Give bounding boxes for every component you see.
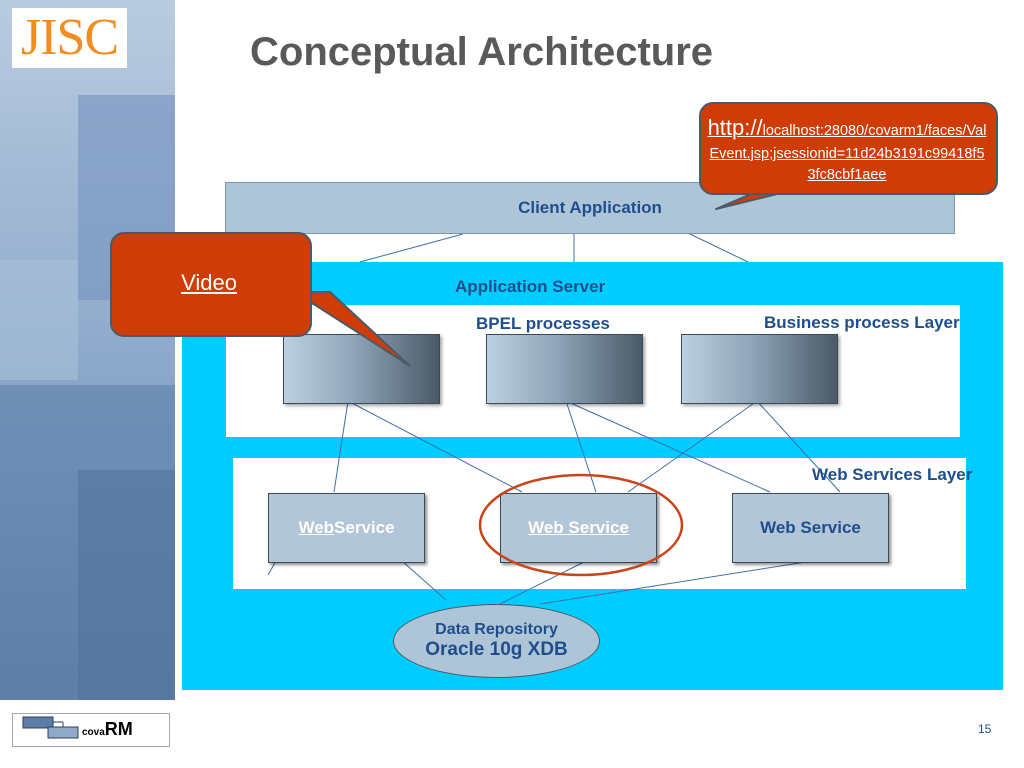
- web-services-layer-label: Web Services Layer: [812, 465, 973, 484]
- url-link[interactable]: http://localhost:28080/covarm1/faces/Val…: [706, 112, 988, 186]
- web-service-box-3: Web Service: [732, 493, 889, 563]
- bpel-process-box: [681, 334, 838, 404]
- covarm-logo: [12, 713, 170, 747]
- data-repository-title: Data Repository: [435, 620, 558, 638]
- covarm-logo-graphic: [22, 716, 79, 739]
- bpel-process-box: [283, 334, 440, 404]
- video-callout: [110, 232, 312, 337]
- covarm-logo-text: covaRM: [82, 719, 133, 739]
- jisc-logo: JISC: [12, 8, 127, 68]
- web-service-box-1: Web Service: [268, 493, 425, 563]
- application-server-label: Application Server: [455, 277, 606, 296]
- highlight-ring: [478, 473, 684, 577]
- url-path: localhost:28080/covarm1/faces/ValEvent.j…: [709, 123, 987, 183]
- web-service-link[interactable]: Web Service: [528, 518, 629, 537]
- web-service-label: Web Service: [760, 518, 861, 537]
- page-title: Conceptual Architecture: [250, 30, 714, 74]
- business-process-layer-label: Business process Layer: [764, 313, 960, 332]
- web-service-box-2: Web Service: [500, 493, 657, 563]
- web-service-link[interactable]: Web: [298, 518, 335, 537]
- url-callout: [699, 102, 998, 195]
- bpel-process-box: [486, 334, 643, 404]
- data-repository: Data Repository Oracle 10g XDB: [393, 604, 600, 678]
- decorative-strip: [0, 0, 175, 700]
- page-number: 15: [978, 722, 992, 736]
- video-link[interactable]: Video: [181, 270, 237, 295]
- bpel-processes-label: BPEL processes: [476, 314, 610, 333]
- web-service-label: Service: [334, 518, 395, 537]
- url-prefix: http://: [707, 115, 763, 140]
- data-repository-db: Oracle 10g XDB: [425, 639, 568, 661]
